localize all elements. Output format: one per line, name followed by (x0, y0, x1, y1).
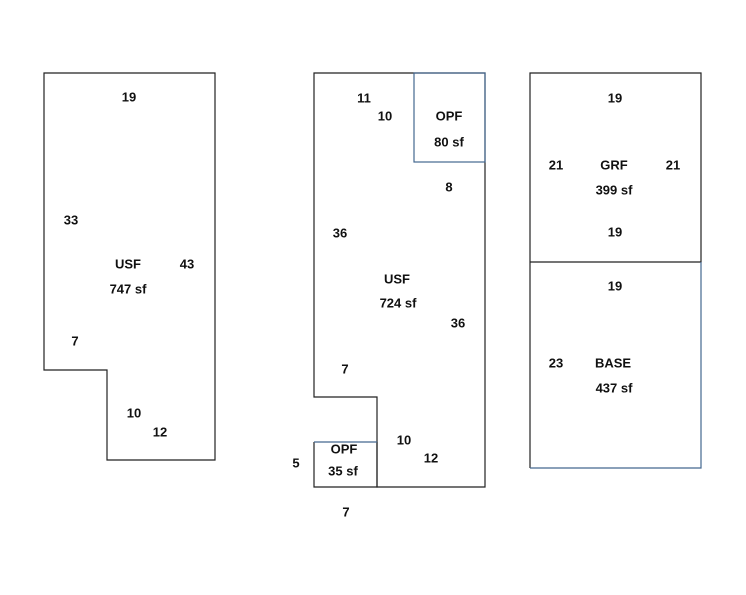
dim-label: 21 (666, 157, 680, 172)
dim-label: 7 (342, 504, 349, 519)
opf-size: 35 sf (328, 463, 358, 478)
dim-label: 11 (357, 90, 371, 105)
area-size: 399 sf (596, 182, 634, 197)
area-size: 747 sf (110, 281, 148, 296)
dim-label: 10 (127, 405, 141, 420)
usf-outline (43, 72, 216, 461)
sketch-usf-724: 11 10 8 36 36 7 10 12 5 7 USF 724 sf OPF… (292, 72, 486, 519)
sketch-usf-747: 19 33 43 7 10 12 USF 747 sf (43, 72, 216, 461)
dim-label: 19 (608, 90, 622, 105)
dim-label: 5 (292, 455, 299, 470)
opf-size: 80 sf (434, 134, 464, 149)
dim-label: 36 (451, 315, 465, 330)
dim-label: 10 (397, 432, 411, 447)
dim-label: 12 (424, 450, 438, 465)
dim-label: 19 (122, 89, 136, 104)
opf-top-outline (413, 72, 486, 163)
dim-label: 19 (608, 224, 622, 239)
base-outline (530, 262, 702, 469)
area-label: GRF (600, 157, 628, 172)
dim-label: 21 (549, 157, 563, 172)
dim-label: 7 (71, 333, 78, 348)
dim-label: 8 (445, 179, 452, 194)
area-size: 724 sf (380, 295, 418, 310)
area-label: USF (115, 256, 141, 271)
dim-label: 19 (608, 278, 622, 293)
dim-label: 36 (333, 225, 347, 240)
opf-label: OPF (331, 441, 358, 456)
dim-label: 7 (341, 361, 348, 376)
grf-outline (529, 72, 702, 263)
opf-label: OPF (436, 108, 463, 123)
sketch-grf-base: 19 21 21 19 19 23 GRF 399 sf BASE 437 sf (529, 72, 702, 469)
dim-label: 23 (549, 355, 563, 370)
opf-bottom-outline (313, 442, 378, 488)
dim-label: 10 (378, 108, 392, 123)
dim-label: 33 (64, 212, 78, 227)
dim-label: 43 (180, 256, 194, 271)
area-label: BASE (595, 355, 631, 370)
area-size: 437 sf (596, 380, 634, 395)
area-label: USF (384, 271, 410, 286)
dim-label: 12 (153, 424, 167, 439)
